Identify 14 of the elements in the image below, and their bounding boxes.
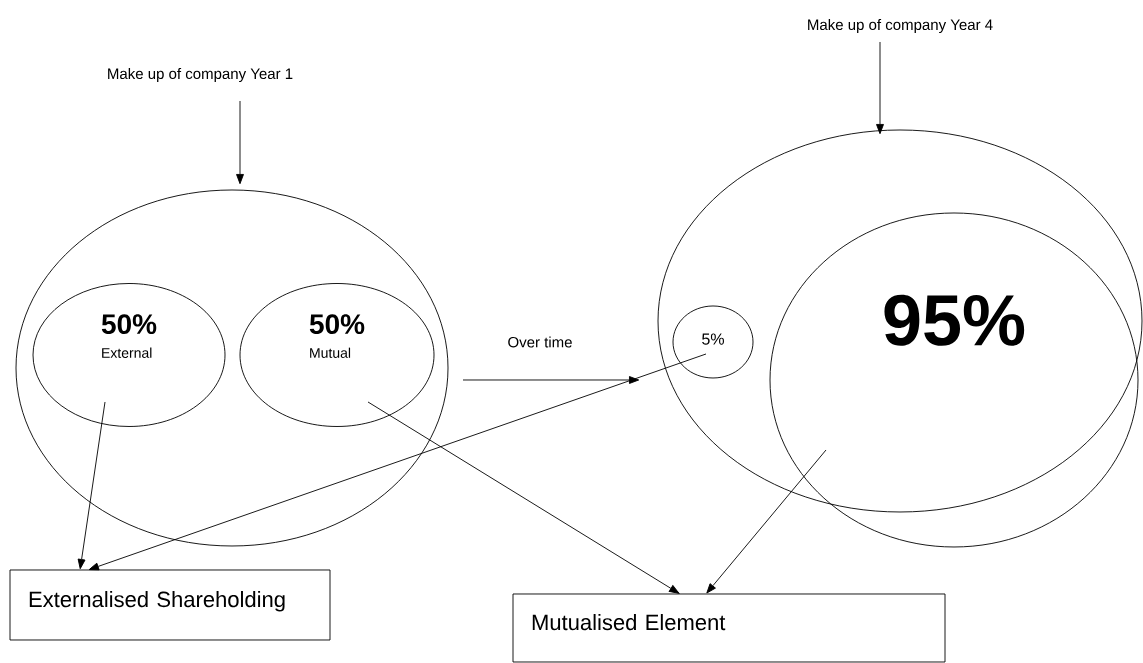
circle [15,189,449,547]
caption-text: Make up of company Year 1 [108,68,293,82]
arrow [77,401,106,570]
caption-text: Make up of company Year 4 [808,19,993,33]
arrow [876,41,884,135]
label-box: Externalised Shareholding [9,569,331,641]
edge-label: Over time [506,335,574,349]
arrow [236,100,244,185]
circle [657,129,1143,513]
arrow [88,353,707,571]
arrow [706,449,827,594]
label-box: Mutualised Element [512,593,946,663]
arrow [462,376,640,384]
arrow [367,401,680,594]
